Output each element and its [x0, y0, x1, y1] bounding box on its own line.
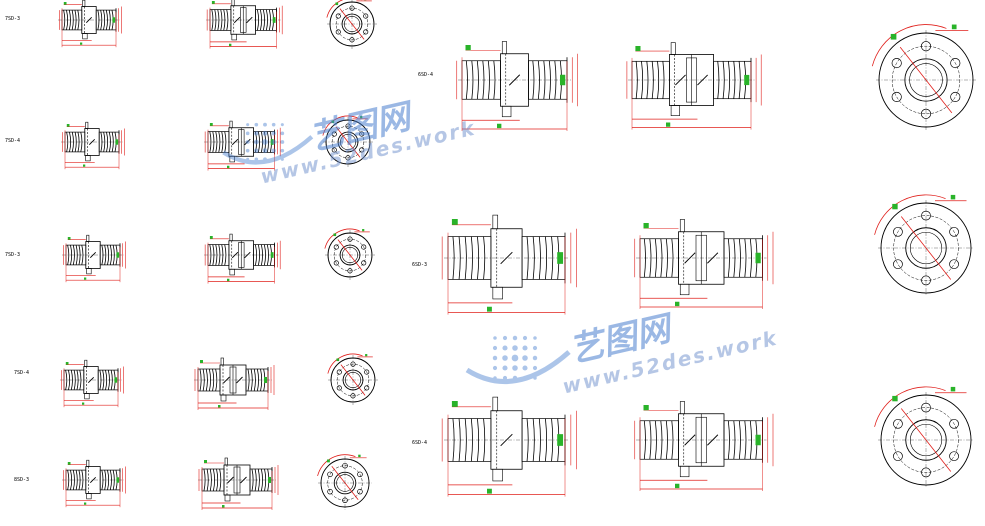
row-label-2: 7SD-4	[5, 138, 21, 144]
large-flange-view-1	[871, 24, 976, 130]
large-double-coupling-3	[634, 401, 774, 491]
row-label-5: 8SD-3	[14, 477, 30, 483]
single-coupling-1	[58, 0, 122, 48]
row-label-1: 7SD-3	[5, 16, 21, 22]
double-coupling-5	[198, 457, 279, 510]
double-coupling-1	[206, 0, 283, 49]
row-label-7: 6SD-3	[412, 262, 428, 268]
watermark-globe-1	[222, 122, 314, 165]
large-single-coupling-2	[441, 214, 578, 315]
large-flange-view-3	[874, 386, 974, 488]
double-coupling-4	[194, 357, 275, 410]
watermark-globe-2	[465, 335, 571, 385]
single-coupling-5	[62, 459, 126, 508]
double-coupling-3	[204, 233, 281, 284]
row-label-6: 6SD-4	[418, 72, 434, 78]
flange-view-5	[317, 454, 372, 510]
flange-view-3	[324, 228, 375, 280]
row-label-3: 7SD-3	[5, 252, 21, 258]
single-coupling-2	[61, 121, 125, 170]
flange-view-1	[326, 0, 377, 49]
row-label-8: 6SD-4	[412, 440, 428, 446]
flange-view-4	[327, 353, 378, 405]
single-coupling-4	[60, 359, 124, 408]
row-label-4: 7SD-4	[14, 370, 30, 376]
large-flange-view-2	[874, 194, 974, 296]
large-single-coupling-3	[441, 396, 578, 497]
large-double-coupling-1	[626, 42, 762, 130]
single-coupling-3	[62, 234, 126, 283]
double-coupling-2	[204, 120, 281, 171]
flange-view-2	[322, 115, 373, 167]
large-double-coupling-2	[634, 219, 774, 309]
large-single-coupling-1	[456, 41, 578, 131]
